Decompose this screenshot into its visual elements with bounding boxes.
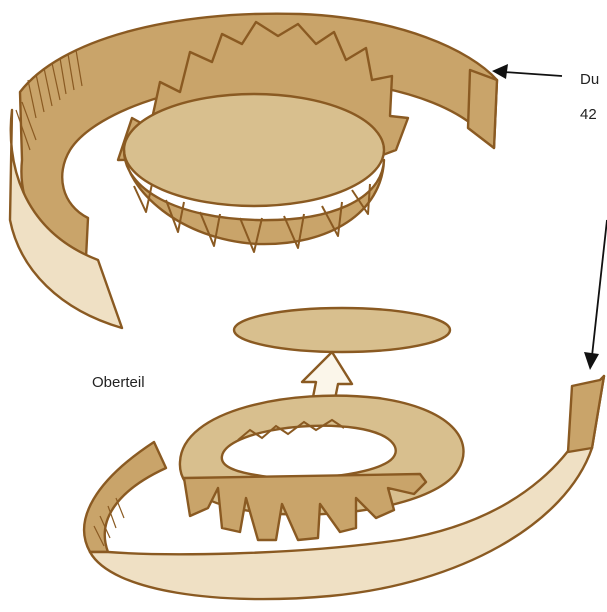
pointer-arrow-bottom xyxy=(584,220,607,370)
top-crown-disc xyxy=(124,94,384,206)
label-top-right-line2: 42 xyxy=(580,106,597,123)
top-assembly xyxy=(10,14,497,328)
label-top-right-line1: Du xyxy=(580,71,599,88)
pointer-arrow-top xyxy=(492,64,562,79)
bottom-band-left-face xyxy=(84,442,166,552)
loose-disc xyxy=(234,308,450,352)
bottom-ring-teeth xyxy=(184,474,426,540)
bottom-assembly xyxy=(84,376,604,599)
bottom-band-right-end xyxy=(568,376,604,452)
top-band-right-end xyxy=(468,70,497,148)
label-middle-left: Oberteil xyxy=(92,374,145,391)
